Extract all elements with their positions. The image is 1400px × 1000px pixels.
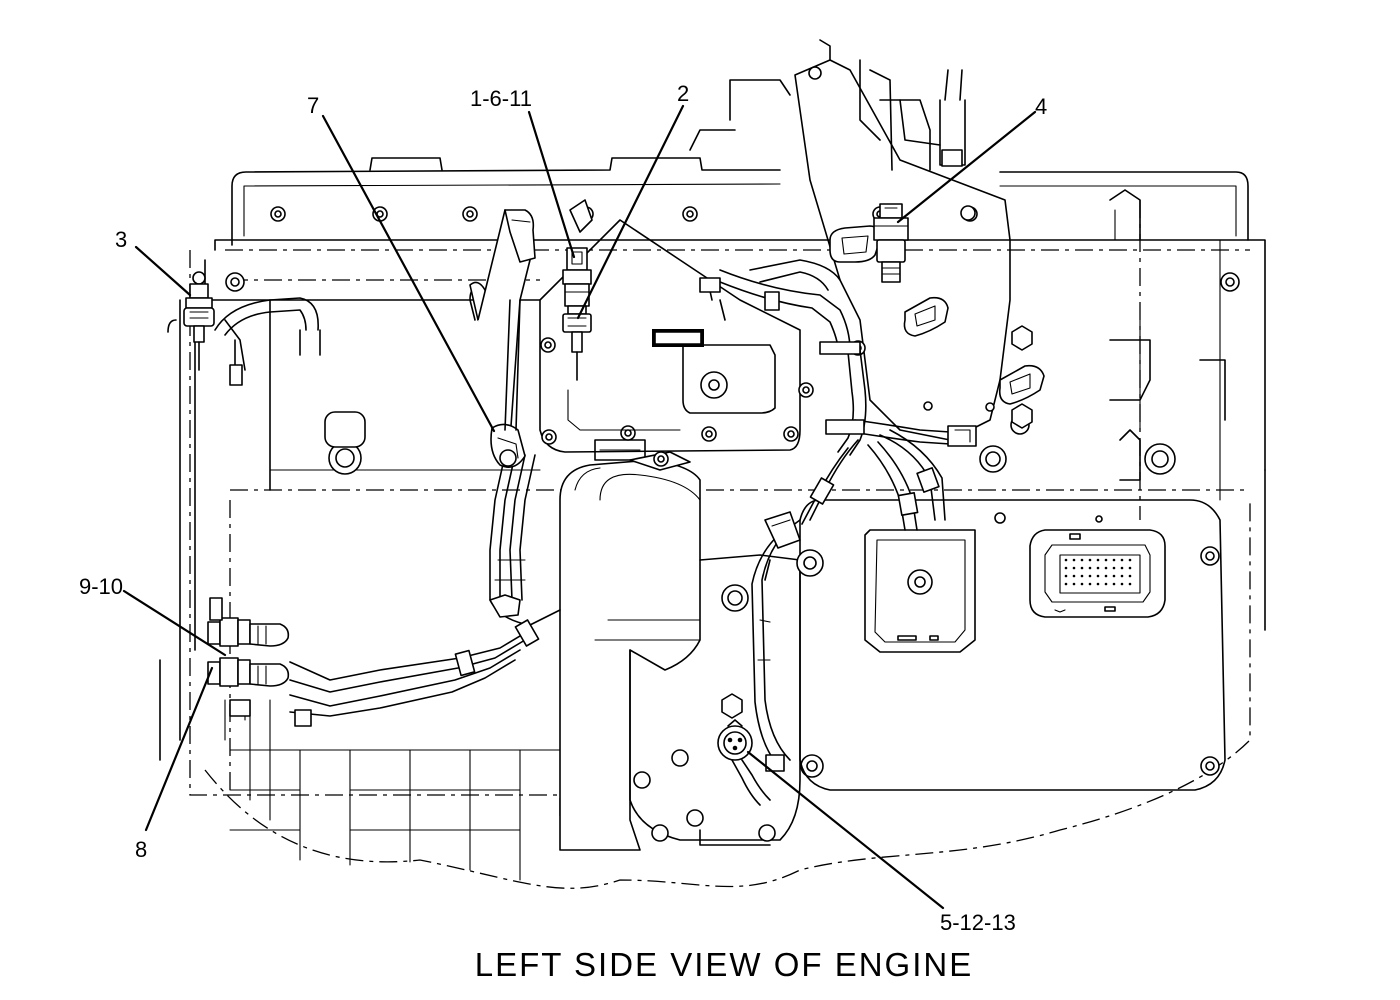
block-bosses — [324, 325, 1176, 719]
ecm-module — [864, 529, 976, 653]
leader-4 — [896, 110, 1037, 224]
callout-4: 4 — [1035, 94, 1047, 119]
callout-5-12-13: 5-12-13 — [940, 910, 1016, 935]
leader-lines — [122, 104, 1037, 910]
leader-5-12-13 — [746, 750, 945, 910]
sensor-7 — [477, 209, 536, 468]
ecm-connector — [1029, 529, 1166, 618]
front-bracket — [689, 39, 1045, 441]
sensor-5-12-13 — [717, 719, 771, 806]
callout-9-10: 9-10 — [79, 574, 123, 599]
leader-1-6-11 — [527, 110, 576, 259]
callout-8: 8 — [135, 837, 147, 862]
engine-block — [159, 157, 1266, 889]
connector-pins — [1064, 558, 1132, 586]
callout-1-6-11: 1-6-11 — [470, 86, 532, 111]
sensor-boot — [569, 199, 593, 233]
leader-7 — [321, 114, 496, 433]
callout-3: 3 — [115, 227, 127, 252]
callouts: 1-6-11 2 3 4 5-12-13 7 8 9-10 — [79, 81, 1047, 935]
ecm-plate — [796, 499, 1226, 791]
lower-cover — [629, 554, 824, 846]
sensor-4 — [873, 203, 909, 283]
head-bolts — [225, 206, 1240, 292]
diagram-caption: LEFT SIDE VIEW OF ENGINE — [475, 946, 973, 983]
leader-8 — [144, 666, 214, 832]
sensor-3 — [167, 271, 215, 371]
sensor-bracket — [539, 219, 814, 467]
connectors-9-10 — [207, 617, 290, 647]
leader-3 — [134, 245, 192, 297]
leader-2 — [576, 104, 685, 320]
sensor-1-6-11 — [562, 247, 592, 307]
connector-8 — [207, 597, 312, 741]
callout-7: 7 — [307, 93, 319, 118]
sensor-2 — [562, 305, 592, 381]
callout-2: 2 — [677, 81, 689, 106]
leader-9-10 — [122, 589, 227, 657]
